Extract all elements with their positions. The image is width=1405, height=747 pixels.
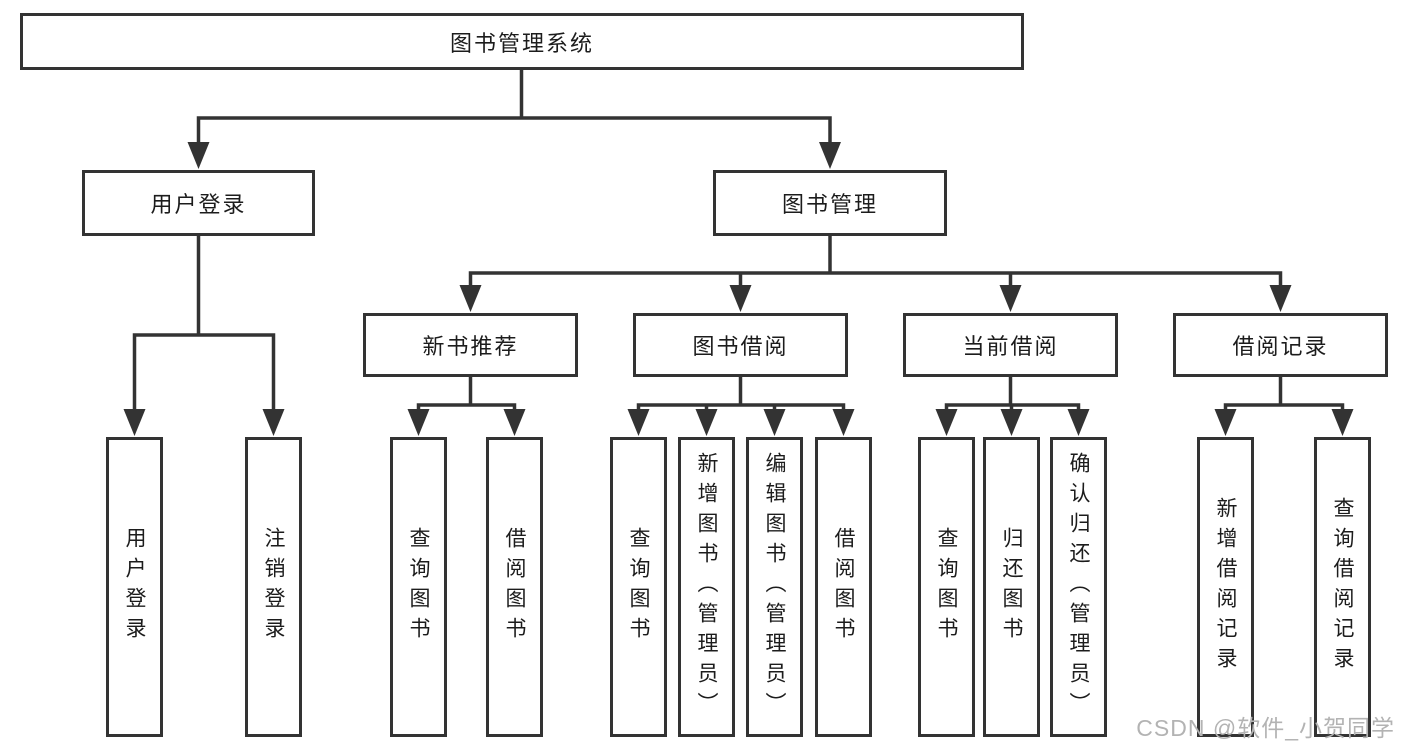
leaf-borrow-books-recommend: 借阅图书	[486, 437, 543, 737]
node-book-management: 图书管理	[713, 170, 947, 236]
csdn-watermark: CSDN @软件_小贺同学	[1136, 715, 1395, 741]
leaf-logout: 注销登录	[245, 437, 302, 737]
leaf-query-books-current: 查询图书	[918, 437, 975, 737]
node-current-borrow: 当前借阅	[903, 313, 1118, 377]
leaf-add-borrow-record: 新增借阅记录	[1197, 437, 1254, 737]
leaf-confirm-return-admin: 确认归还（管理员）	[1050, 437, 1107, 737]
leaf-add-books-admin: 新增图书（管理员）	[678, 437, 735, 737]
connector-paths	[132, 67, 1345, 414]
leaf-borrow-books: 借阅图书	[815, 437, 872, 737]
leaf-return-books: 归还图书	[983, 437, 1040, 737]
node-library-system: 图书管理系统	[20, 13, 1024, 70]
leaf-query-borrow-record: 查询借阅记录	[1314, 437, 1371, 737]
leaf-user-login: 用户登录	[106, 437, 163, 737]
node-book-borrow: 图书借阅	[633, 313, 848, 377]
node-new-book-recommend: 新书推荐	[363, 313, 578, 377]
leaf-query-books-borrow: 查询图书	[610, 437, 667, 737]
node-borrow-records: 借阅记录	[1173, 313, 1388, 377]
leaf-query-books-recommend: 查询图书	[390, 437, 447, 737]
arrowheads	[123, 142, 1354, 436]
node-user-login: 用户登录	[82, 170, 315, 236]
leaf-edit-books-admin: 编辑图书（管理员）	[746, 437, 803, 737]
